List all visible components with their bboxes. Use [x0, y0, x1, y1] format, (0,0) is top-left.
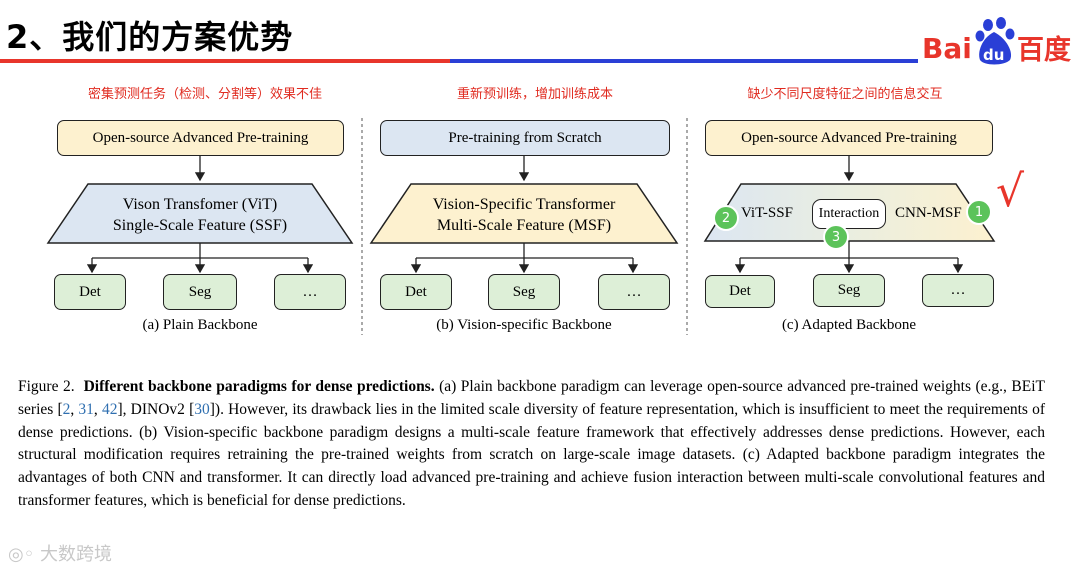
citation-link[interactable]: 42	[101, 400, 118, 418]
panel-a-backbone-label: Vison Transfomer (ViT) Single-Scale Feat…	[60, 194, 340, 236]
watermark-text: 大数跨境	[40, 544, 113, 565]
baidu-logo: Bai du 百度	[922, 17, 1071, 66]
badge-1: 1	[966, 199, 992, 225]
trapezoid-vit	[46, 183, 354, 244]
panel-a-head-more: …	[274, 274, 346, 310]
trapezoid-msf	[369, 183, 679, 244]
citation-link[interactable]: 31	[78, 400, 94, 418]
panel-c-head-seg: Seg	[813, 274, 885, 307]
panel-a-backbone-line1: Vison Transfomer (ViT)	[122, 196, 278, 213]
figure-caption: Figure 2. Different backbone paradigms f…	[18, 376, 1045, 513]
title-underline-red	[0, 59, 450, 63]
figure-caption-text: ,	[70, 400, 79, 418]
logo-text-du: du	[983, 46, 1004, 64]
panel-b-caption: (b) Vision-specific Backbone	[436, 317, 612, 333]
panel-c-cnn-label: CNN-MSF	[895, 205, 962, 221]
panel-c-interaction-box: Interaction	[812, 199, 886, 229]
figure-caption-bold: Different backbone paradigms for dense p…	[83, 378, 435, 395]
panel-b-head-more: …	[598, 274, 670, 310]
panel-b-head-seg: Seg	[488, 274, 560, 310]
issue-a: 密集预测任务（检测、分割等）效果不佳	[87, 87, 322, 102]
panel-a-caption: (a) Plain Backbone	[142, 317, 258, 333]
panel-b-backbone-label: Vision-Specific Transformer Multi-Scale …	[384, 194, 664, 236]
watermark: ◎◦ 大数跨境	[8, 540, 112, 566]
paw-icon	[975, 17, 1015, 65]
issue-c: 缺少不同尺度特征之间的信息交互	[747, 87, 943, 102]
title-underline-blue	[450, 59, 918, 63]
panel-c-pretraining-box: Open-source Advanced Pre-training	[705, 120, 993, 156]
citation-link[interactable]: 2	[62, 400, 71, 418]
badge-2: 2	[713, 205, 739, 231]
issue-b: 重新预训练，增加训练成本	[456, 87, 613, 102]
panel-c-head-det: Det	[705, 275, 775, 308]
figure-caption-text: ]). However, its drawback lies in the li…	[18, 400, 1045, 509]
panel-a-backbone-line2: Single-Scale Feature (SSF)	[112, 217, 288, 234]
badge-3: 3	[823, 224, 849, 250]
citation-link[interactable]: 30	[194, 400, 210, 418]
panel-c-vit-label: ViT-SSF	[741, 205, 793, 221]
figure-label: Figure 2.	[18, 378, 75, 395]
panel-b-head-det: Det	[380, 274, 452, 310]
panel-a-pretraining-box: Open-source Advanced Pre-training	[57, 120, 344, 156]
panel-c-caption: (c) Adapted Backbone	[781, 317, 917, 333]
figure-caption-text: ,	[93, 400, 102, 418]
logo-text-bai: Bai	[922, 32, 972, 65]
slide-title: 2、我们的方案优势	[6, 18, 294, 56]
panel-c-head-more: …	[922, 274, 994, 307]
panel-a-head-seg: Seg	[163, 274, 237, 310]
figure-caption-text: (a) Plain backbone paradigm can leverage…	[18, 378, 1046, 418]
logo-text-cn: 百度	[1017, 34, 1071, 66]
checkmark-icon: √	[996, 166, 1025, 217]
panel-b-backbone-line2: Multi-Scale Feature (MSF)	[436, 217, 612, 234]
figure-caption-text: ], DINOv2 [	[117, 400, 195, 418]
panel-a-head-det: Det	[54, 274, 126, 310]
watermark-icon: ◎◦	[8, 544, 41, 565]
panel-b-pretraining-box: Pre-training from Scratch	[380, 120, 670, 156]
panel-b-backbone-line1: Vision-Specific Transformer	[432, 196, 616, 213]
